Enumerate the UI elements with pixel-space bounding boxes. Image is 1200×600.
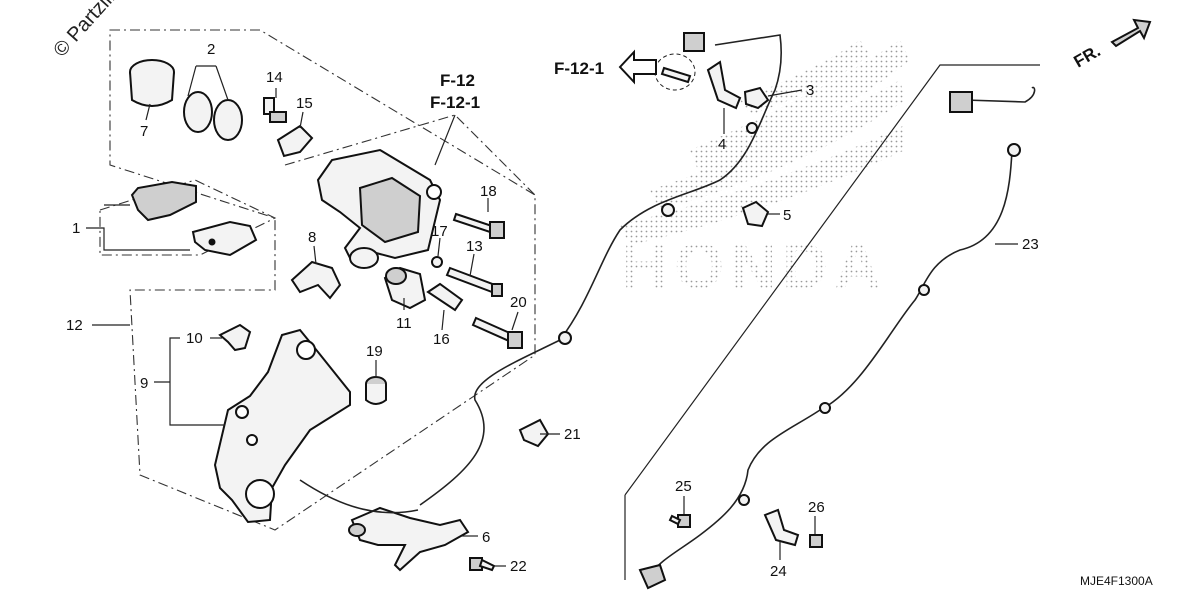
leader-lines — [86, 65, 1018, 567]
honda-wing-logo — [620, 40, 910, 245]
part-11-boot — [383, 266, 427, 310]
sensor-23-grommet-a — [1007, 143, 1021, 157]
callout-11: 11 — [396, 315, 412, 332]
part-23-sensor-wire — [649, 86, 1036, 576]
sensor-23-connector — [949, 91, 973, 113]
part-4-stay — [706, 60, 742, 110]
ref-label-f12: F-12 — [440, 71, 475, 90]
callout-2: 2 — [207, 41, 215, 58]
honda-wordmark: HONDA — [622, 230, 887, 302]
grommet-mid — [558, 331, 572, 345]
front-arrow-icon — [1110, 18, 1152, 48]
part-26-bolt — [809, 534, 823, 548]
caliper-assembly-boundary — [109, 29, 536, 531]
caliper-body — [316, 148, 442, 269]
callout-21: 21 — [564, 426, 581, 443]
part-2-seals — [183, 91, 243, 141]
part-24-stay — [763, 508, 800, 547]
callout-20: 20 — [510, 294, 527, 311]
callout-1: 1 — [72, 220, 80, 237]
part-7-piston — [129, 59, 175, 107]
speed-sensor-wire-tail — [299, 479, 419, 514]
part-15-cap — [276, 124, 314, 158]
connector-top-left — [683, 32, 705, 52]
part-18-bolt — [452, 212, 505, 239]
speed-sensor-wire-left — [419, 34, 782, 506]
part-14-bleeder — [263, 97, 287, 123]
callout-22: 22 — [510, 558, 527, 575]
part-21-clip — [518, 418, 550, 448]
part-6-sensor-bracket — [348, 506, 470, 572]
part-20-bolt — [471, 316, 523, 349]
ref-label-f12-1-caliper: F-12-1 — [430, 93, 480, 112]
callout-4: 4 — [718, 136, 726, 153]
callout-26: 26 — [808, 499, 825, 516]
grommet-lower — [746, 122, 758, 134]
part-3-clamp — [743, 86, 770, 110]
callout-16: 16 — [433, 331, 450, 348]
sensor-23-head — [638, 563, 667, 590]
part-16-sleeve — [426, 282, 464, 312]
callout-23: 23 — [1022, 236, 1039, 253]
callout-18: 18 — [480, 183, 497, 200]
ref-label-f12-1-sensor: F-12-1 — [554, 59, 604, 78]
front-direction-indicator: FR. — [1071, 18, 1152, 71]
direction-label: FR. — [1071, 41, 1104, 71]
part-19-bushing — [365, 376, 387, 405]
callout-5: 5 — [783, 207, 791, 224]
part-25-bolt — [668, 514, 691, 528]
diagram-code: MJE4F1300A — [1080, 574, 1153, 588]
callout-13: 13 — [466, 238, 483, 255]
part-13-pin — [445, 266, 503, 297]
part-8-spring — [290, 260, 342, 300]
callout-24: 24 — [770, 563, 787, 580]
sensor-23-grommet-b — [918, 284, 930, 296]
callout-25: 25 — [675, 478, 692, 495]
callout-14: 14 — [266, 69, 283, 86]
callout-3: 3 — [806, 82, 814, 99]
callout-15: 15 — [296, 95, 313, 112]
part-9-caliper-bracket — [213, 328, 351, 524]
callout-8: 8 — [308, 229, 316, 246]
callout-numbers: 1 2 3 4 5 6 7 8 9 10 11 12 13 14 15 16 1… — [66, 41, 1039, 580]
part-22-bolt — [469, 557, 496, 572]
callout-17: 17 — [431, 223, 448, 240]
reference-arrow-icon — [618, 49, 657, 85]
callout-10: 10 — [186, 330, 203, 347]
sensor-23-grommet-d — [738, 494, 750, 506]
grommet-upper — [661, 203, 675, 217]
part-5-clamp — [741, 200, 770, 228]
part-17-seal — [431, 256, 443, 268]
callout-9: 9 — [140, 375, 148, 392]
part-1-brake-pads — [130, 180, 258, 257]
sensor-mount-bolt — [654, 53, 696, 91]
callout-19: 19 — [366, 343, 383, 360]
watermark: © Partzilla — [49, 0, 127, 61]
part-10-clip — [218, 323, 252, 352]
sensor-group-boundary — [624, 64, 1040, 580]
callout-12: 12 — [66, 317, 83, 334]
sensor-23-grommet-c — [819, 402, 831, 414]
callout-7: 7 — [140, 123, 148, 140]
callout-6: 6 — [482, 529, 490, 546]
